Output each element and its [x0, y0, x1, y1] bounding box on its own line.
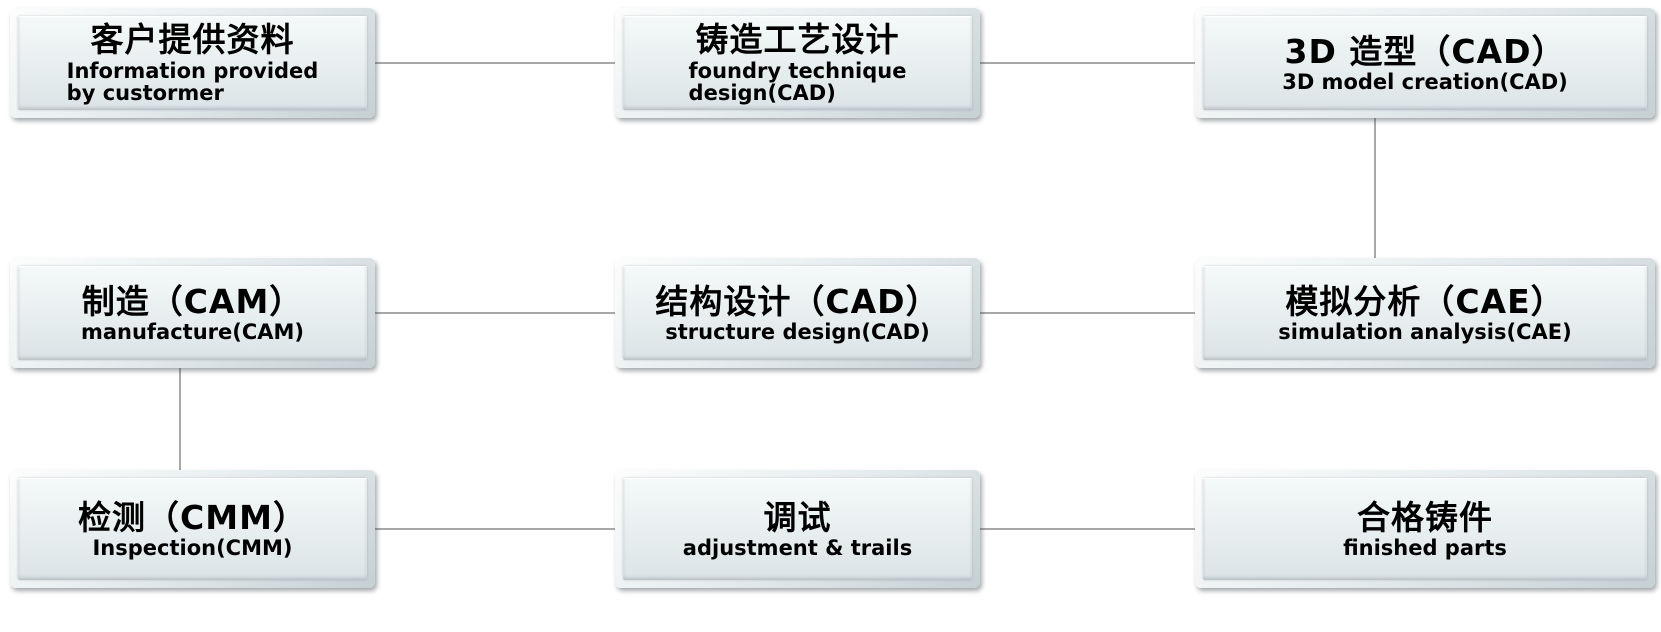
node-manufacture-panel: 制造（CAM） manufacture(CAM) — [18, 266, 367, 360]
connector-left-vertical — [179, 368, 181, 470]
node-simulation-analysis: 模拟分析（CAE） simulation analysis(CAE) — [1195, 258, 1655, 368]
connector-row2-right — [980, 312, 1195, 314]
node-foundry-design: 铸造工艺设计 foundry technique design(CAD) — [615, 8, 980, 118]
node-subtitle: Inspection(CMM) — [92, 536, 293, 561]
node-structure-design: 结构设计（CAD） structure design(CAD) — [615, 258, 980, 368]
node-subtitle: finished parts — [1343, 536, 1507, 561]
node-manufacture: 制造（CAM） manufacture(CAM) — [10, 258, 375, 368]
node-title: 制造（CAM） — [81, 281, 304, 321]
connector-row2-left — [375, 312, 615, 314]
node-3d-model: 3D 造型（CAD） 3D model creation(CAD) — [1195, 8, 1655, 118]
node-subtitle: simulation analysis(CAE) — [1278, 320, 1572, 345]
node-finished-parts-panel: 合格铸件 finished parts — [1203, 478, 1647, 580]
connector-right-vertical — [1374, 118, 1376, 258]
connector-row3-right — [980, 528, 1195, 530]
node-inspection-panel: 检测（CMM） Inspection(CMM) — [18, 478, 367, 580]
node-structure-design-panel: 结构设计（CAD） structure design(CAD) — [623, 266, 972, 360]
node-title: 3D 造型（CAD） — [1284, 31, 1566, 71]
node-customer-info: 客户提供资料 Information provided by custormer — [10, 8, 375, 118]
node-subtitle: Information provided by custormer — [66, 59, 319, 106]
node-subtitle: adjustment & trails — [682, 536, 913, 561]
node-adjustment-trials: 调试 adjustment & trails — [615, 470, 980, 588]
node-title: 调试 — [763, 497, 832, 537]
node-title: 结构设计（CAD） — [655, 281, 940, 321]
connector-row1-right — [980, 62, 1195, 64]
node-simulation-analysis-panel: 模拟分析（CAE） simulation analysis(CAE) — [1203, 266, 1647, 360]
node-subtitle: structure design(CAD) — [665, 320, 930, 345]
node-foundry-design-panel: 铸造工艺设计 foundry technique design(CAD) — [623, 16, 972, 110]
node-finished-parts: 合格铸件 finished parts — [1195, 470, 1655, 588]
node-title: 检测（CMM） — [78, 497, 307, 537]
node-subtitle: manufacture(CAM) — [80, 320, 305, 345]
connector-row3-left — [375, 528, 615, 530]
node-subtitle: 3D model creation(CAD) — [1282, 70, 1568, 95]
node-inspection: 检测（CMM） Inspection(CMM) — [10, 470, 375, 588]
node-title: 铸造工艺设计 — [695, 20, 900, 60]
connector-row1-left — [375, 62, 615, 64]
node-customer-info-panel: 客户提供资料 Information provided by custormer — [18, 16, 367, 110]
node-title: 模拟分析（CAE） — [1285, 281, 1565, 321]
node-3d-model-panel: 3D 造型（CAD） 3D model creation(CAD) — [1203, 16, 1647, 110]
node-title: 客户提供资料 — [90, 20, 295, 60]
node-title: 合格铸件 — [1357, 497, 1493, 537]
node-subtitle: foundry technique design(CAD) — [688, 59, 907, 106]
node-adjustment-trials-panel: 调试 adjustment & trails — [623, 478, 972, 580]
